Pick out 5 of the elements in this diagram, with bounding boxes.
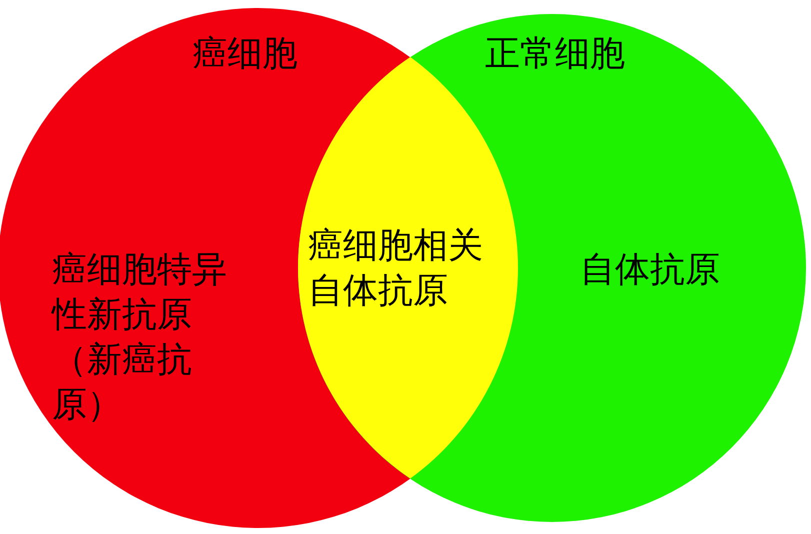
- region-label: 癌细胞特异性新抗原（新癌抗原）: [52, 249, 228, 427]
- circle-title: 正常细胞: [484, 33, 626, 76]
- region-label: 自体抗原: [580, 249, 721, 292]
- region-label: 癌细胞相关自体抗原: [308, 224, 484, 313]
- circle-title: 癌细胞: [192, 33, 298, 76]
